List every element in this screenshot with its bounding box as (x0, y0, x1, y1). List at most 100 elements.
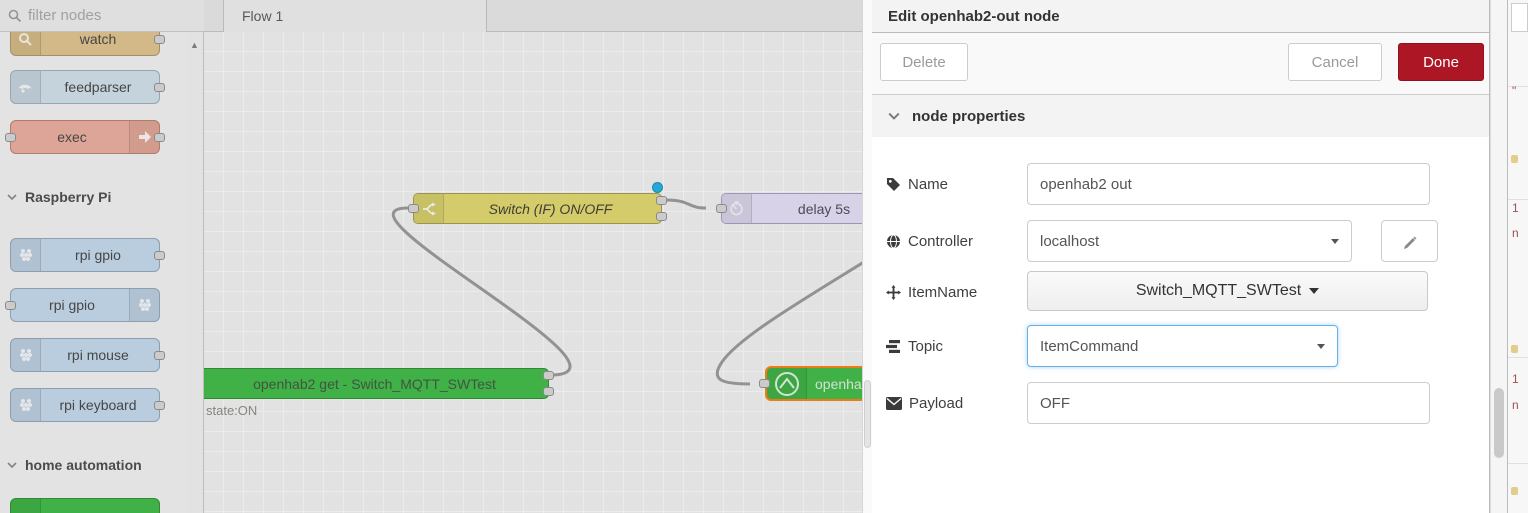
section-label: node properties (912, 107, 1026, 125)
debug-toolbar-button[interactable] (1511, 3, 1528, 32)
controller-select[interactable]: localhost (1027, 220, 1352, 262)
palette-section-home-automation[interactable]: home automation (0, 454, 186, 476)
output-port[interactable] (154, 351, 165, 360)
edit-controller-button[interactable] (1381, 220, 1438, 262)
palette-node-exec[interactable]: exec (5, 120, 165, 154)
palette-node-rpi-gpio-in[interactable]: rpi gpio (10, 238, 165, 272)
input-port[interactable] (5, 301, 16, 310)
list-icon (886, 339, 900, 353)
field-label: Name (886, 163, 948, 205)
debug-badge-fragment (1511, 345, 1518, 353)
topic-select[interactable]: ItemCommand (1027, 325, 1338, 367)
done-button[interactable]: Done (1398, 43, 1484, 81)
output-port[interactable] (154, 133, 165, 142)
tab-label: Flow 1 (242, 8, 284, 24)
caret-down-icon (1317, 344, 1325, 349)
field-row-itemname: ItemName Switch_MQTT_SWTest (872, 271, 1489, 313)
debug-badge-fragment (1511, 487, 1518, 495)
tab-flow1[interactable]: Flow 1 (223, 0, 487, 32)
field-label: Topic (886, 325, 943, 367)
raspberry-icon (11, 339, 41, 371)
openhab-icon (11, 499, 41, 513)
wire-switch-to-delay[interactable] (665, 198, 707, 210)
palette-node-openhab[interactable] (10, 498, 160, 513)
palette-section-raspberry-pi[interactable]: Raspberry Pi (0, 186, 186, 208)
wires (391, 198, 862, 386)
node-label: openhab2 get - Switch_MQTT_SWTest (253, 375, 496, 392)
magnifier-icon (11, 32, 41, 55)
debug-badge-fragment (1511, 155, 1518, 163)
node-changed-indicator (652, 182, 663, 193)
output-port[interactable] (154, 83, 165, 92)
field-row-topic: Topic ItemCommand (872, 325, 1489, 367)
edit-node-panel: Edit openhab2-out node Delete Cancel Don… (872, 0, 1490, 513)
node-status: state:ON (206, 403, 258, 418)
edit-panel-title: Edit openhab2-out node (888, 7, 1060, 25)
node-delay[interactable]: delay 5s (716, 193, 862, 224)
palette-node-rpi-mouse[interactable]: rpi mouse (10, 338, 165, 372)
divider (1508, 199, 1528, 200)
scroll-up-arrow-icon[interactable]: ▲ (190, 40, 199, 50)
divider (1508, 357, 1528, 358)
itemname-dropdown-button[interactable]: Switch_MQTT_SWTest (1027, 271, 1428, 311)
debug-text-fragment: n (1512, 398, 1519, 412)
node-label: openhab2 out (815, 375, 862, 392)
output-port-2[interactable] (656, 212, 667, 221)
tag-icon (887, 177, 900, 191)
chevron-down-icon (888, 112, 900, 120)
node-properties-section[interactable]: node properties (872, 95, 1489, 137)
payload-input[interactable] (1027, 382, 1430, 424)
output-port[interactable] (154, 251, 165, 260)
field-label: Controller (886, 220, 973, 262)
field-row-payload: Payload (872, 382, 1489, 424)
wire-get-to-switch[interactable] (391, 206, 572, 377)
timer-icon (722, 194, 752, 223)
node-label: Switch (IF) ON/OFF (488, 200, 613, 217)
field-label: ItemName (886, 271, 977, 313)
divider (1508, 463, 1528, 464)
scrollbar-thumb[interactable] (864, 380, 871, 448)
output-port-2[interactable] (543, 387, 554, 396)
sidebar-scrollbar[interactable] (1490, 0, 1508, 513)
flow-canvas[interactable]: Switch (IF) ON/OFF delay 5s openhab2 get… (204, 32, 862, 513)
node-openhab2-out-selected[interactable]: openhab2 out (759, 366, 862, 401)
debug-text-fragment: " (1512, 84, 1517, 98)
workspace-tabbar: Flow 1 (204, 0, 862, 32)
node-switch[interactable]: Switch (IF) ON/OFF (408, 193, 667, 224)
delete-button[interactable]: Delete (880, 43, 968, 81)
input-port[interactable] (408, 204, 419, 213)
debug-text-fragment: 1 (1512, 372, 1519, 386)
caret-down-icon (1309, 288, 1320, 294)
edit-panel-toolbar: Delete Cancel Done (872, 33, 1489, 95)
palette-scroll[interactable]: watch feedparser exec Raspbe (0, 32, 186, 513)
palette-section-label: Raspberry Pi (25, 189, 112, 205)
palette-node-rpi-keyboard[interactable]: rpi keyboard (10, 388, 165, 422)
canvas-vertical-scrollbar[interactable] (862, 0, 872, 513)
palette-node-label: rpi mouse (67, 347, 129, 363)
name-input[interactable] (1027, 163, 1430, 205)
output-port[interactable] (154, 35, 165, 44)
move-arrows-icon (886, 284, 901, 300)
palette-node-watch[interactable]: watch (10, 32, 165, 56)
input-port[interactable] (5, 133, 16, 142)
node-label: delay 5s (797, 200, 851, 217)
palette-scrollbar[interactable]: ▲ (186, 32, 204, 513)
palette-node-label: feedparser (64, 79, 132, 95)
pencil-icon (1404, 236, 1417, 249)
input-port[interactable] (716, 204, 727, 213)
node-openhab2-get[interactable]: openhab2 get - Switch_MQTT_SWTest (204, 368, 554, 399)
output-port-1[interactable] (656, 196, 667, 205)
palette-node-feedparser[interactable]: feedparser (10, 70, 165, 104)
field-label: Payload (886, 382, 963, 424)
chevron-down-icon (7, 462, 17, 469)
input-port[interactable] (759, 379, 770, 388)
output-port[interactable] (154, 401, 165, 410)
debug-sidebar-edge: " 1 n 1 n (1508, 0, 1528, 513)
edit-panel-header: Edit openhab2-out node (872, 0, 1489, 33)
palette-node-rpi-gpio-out[interactable]: rpi gpio (5, 288, 160, 322)
scrollbar-thumb[interactable] (1494, 388, 1504, 458)
wire-to-out[interactable] (715, 230, 862, 386)
cancel-button[interactable]: Cancel (1288, 43, 1382, 81)
output-port-1[interactable] (543, 371, 554, 380)
search-input[interactable] (28, 7, 178, 24)
